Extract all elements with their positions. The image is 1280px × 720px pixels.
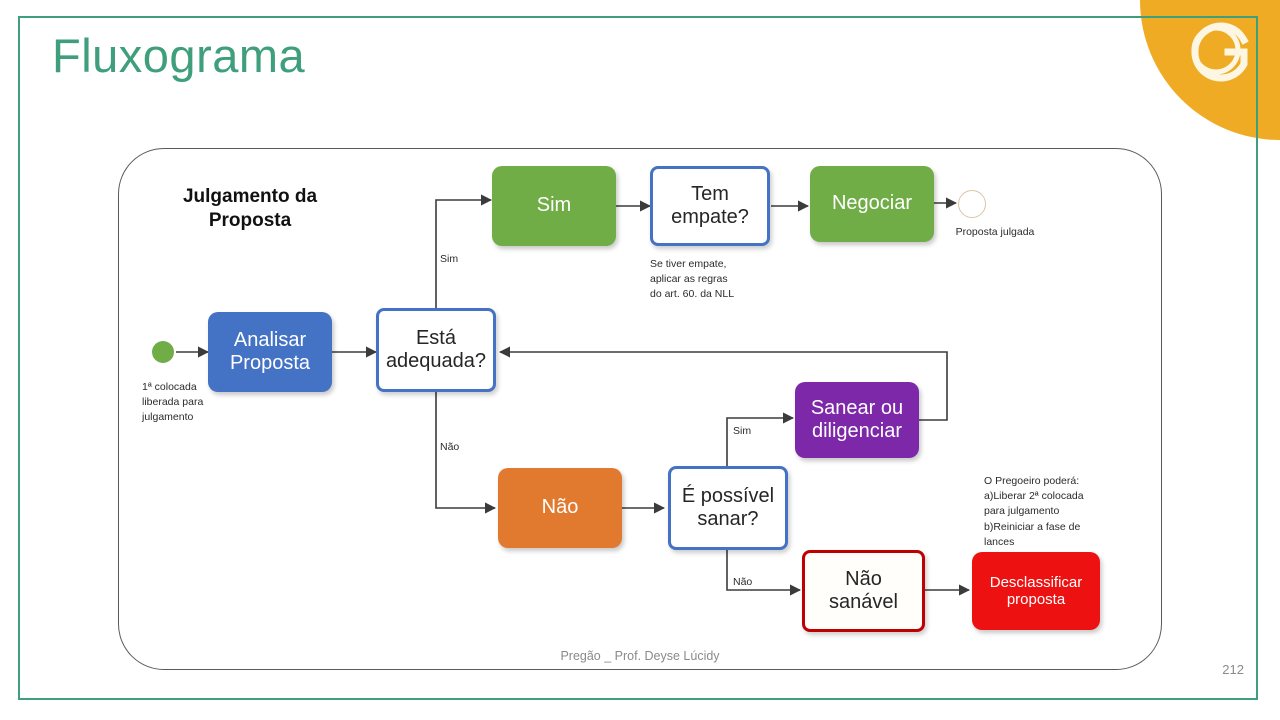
start-label-line2: liberada para [142,396,204,409]
flow-section-heading-line1: Julgamento da [182,186,318,207]
node-esta-adequada[interactable]: Está adequada? [376,308,496,392]
flow-section-heading-line2: Proposta [208,209,292,231]
end-event-label: Proposta julgada [955,226,1035,238]
page-number: 212 [1222,662,1244,677]
node-sanear-line1: Sanear ou [810,396,904,419]
note-pregoeiro-line4: b)Reiniciar a fase de [984,520,1081,533]
node-tem-empate-line2: empate? [671,206,749,228]
note-pregoeiro-line2: a)Liberar 2ª colocada [984,490,1084,503]
note-pregoeiro-line3: para julgamento [984,505,1060,518]
node-esta-adequada-line1: Está [415,326,456,349]
edge-label-sanar-sim: Sim [733,425,752,437]
node-analisar-proposta-line1: Analisar [233,328,307,351]
edge-label-sanar-nao: Não [733,576,753,588]
note-empate: Se tiver empate, aplicar as regras do ar… [650,257,790,303]
node-desclassificar-proposta[interactable]: Desclassificar proposta [972,552,1100,630]
note-empate-line3: do art. 60. da NLL [650,288,735,301]
node-e-possivel-sanar-line1: É possível [681,484,775,507]
note-pregoeiro-line1: O Pregoeiro poderá: [984,475,1080,487]
node-esta-adequada-line2: adequada? [385,350,487,372]
node-desclassificar-line2: proposta [1006,591,1066,608]
flow-section-heading: Julgamento da Proposta [170,185,330,233]
end-event-node[interactable] [958,190,986,218]
node-tem-empate-line1: Tem [691,182,729,205]
node-tem-empate[interactable]: Tem empate? [650,166,770,246]
node-negociar-label: Negociar [831,192,913,215]
edge-label-adequada-sim: Sim [440,253,459,265]
node-sim[interactable]: Sim [492,166,616,246]
node-sim-label: Sim [536,194,572,217]
node-nao-label: Não [541,496,579,519]
node-analisar-proposta-line2: Proposta [229,352,311,374]
node-desclassificar-line1: Desclassificar [989,573,1083,591]
note-empate-line2: aplicar as regras [650,273,728,286]
start-label-line1: 1ª colocada [142,381,197,393]
brand-corner [1140,0,1280,140]
note-pregoeiro-line5: lances [984,535,1015,548]
page-title: Fluxograma [52,29,306,82]
node-nao-sanavel-line1: Não [845,567,882,590]
node-e-possivel-sanar-line2: sanar? [697,508,759,530]
node-e-possivel-sanar[interactable]: É possível sanar? [668,466,788,550]
edge-label-adequada-nao: Não [440,441,460,453]
node-sanear-ou-diligenciar[interactable]: Sanear ou diligenciar [795,382,919,458]
note-empate-line1: Se tiver empate, [650,258,727,270]
node-nao-sanavel[interactable]: Não sanável [802,550,925,632]
start-event-node[interactable] [152,341,174,363]
note-pregoeiro: O Pregoeiro poderá: a)Liberar 2ª colocad… [984,474,1119,550]
start-event-label: 1ª colocada liberada para julgamento [142,380,252,426]
g-circle-logo-icon [1191,22,1249,82]
node-negociar[interactable]: Negociar [810,166,934,242]
node-nao[interactable]: Não [498,468,622,548]
node-sanear-line2: diligenciar [811,420,903,442]
footer-text: Pregão _ Prof. Deyse Lúcidy [560,649,720,663]
start-label-line3: julgamento [142,411,194,424]
node-analisar-proposta[interactable]: Analisar Proposta [208,312,332,392]
node-nao-sanavel-line2: sanável [829,591,898,613]
